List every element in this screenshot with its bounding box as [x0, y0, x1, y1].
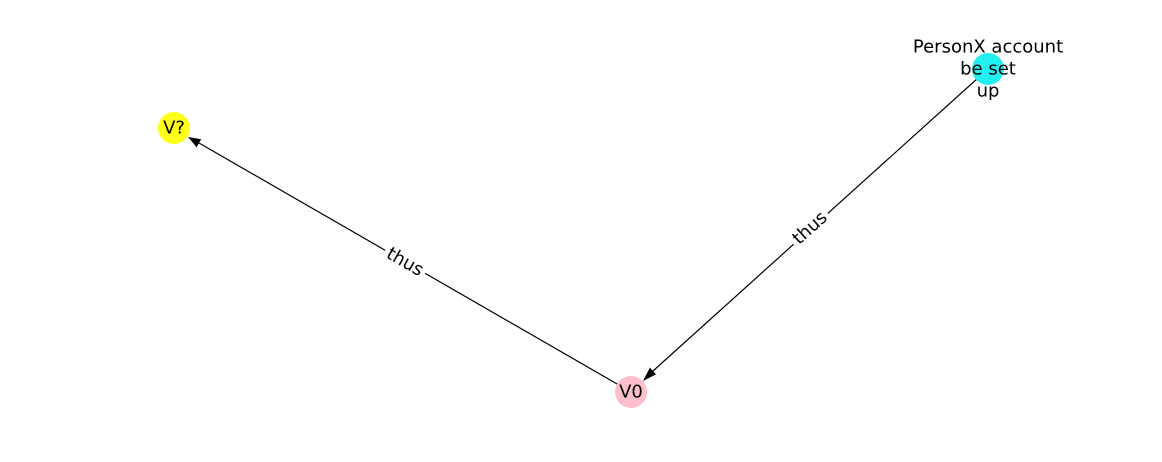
- edge-label-v0-to-vq: thus: [379, 240, 431, 284]
- node-label-line-2: be set: [960, 59, 1016, 80]
- edge-label-bg: [379, 240, 431, 284]
- node-personx-account-be-set-up: PersonX account be set up: [913, 37, 1063, 102]
- node-circle: [615, 376, 647, 408]
- arrowhead-personx-to-v0: [643, 367, 657, 381]
- node-label: V?: [163, 118, 185, 139]
- node-circle: [158, 112, 190, 144]
- node-circle: [972, 53, 1004, 85]
- node-label: V0: [619, 382, 643, 403]
- node-v0: V0: [615, 376, 647, 408]
- arrowhead-v0-to-vq: [188, 137, 202, 148]
- node-label-line-1: PersonX account: [913, 37, 1063, 58]
- node-vq: V?: [158, 112, 190, 144]
- node-label-line-3: up: [977, 81, 1000, 102]
- edge-label-bg: [784, 203, 836, 253]
